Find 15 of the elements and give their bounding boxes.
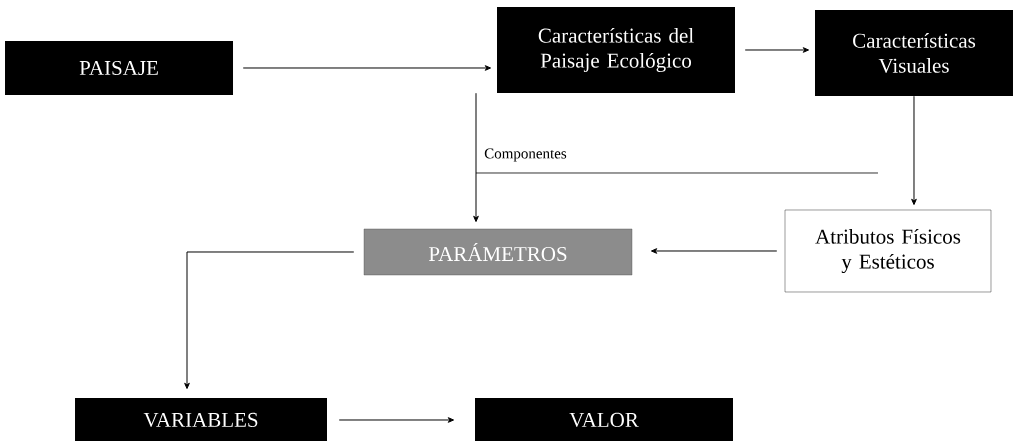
process-box: VALOR bbox=[475, 398, 733, 441]
arrow bbox=[911, 95, 917, 206]
arrow bbox=[184, 251, 355, 390]
process-box: PAISAJE bbox=[5, 41, 233, 95]
process-box: Características Visuales bbox=[815, 10, 1013, 96]
arrow bbox=[744, 47, 810, 53]
arrow bbox=[473, 92, 479, 223]
process-box: Características del Paisaje Ecológico bbox=[497, 7, 735, 93]
arrow bbox=[338, 417, 455, 423]
process-box: VARIABLES bbox=[75, 398, 327, 441]
arrow bbox=[650, 248, 778, 254]
attribute-box: Atributos Físicos y Estéticos bbox=[784, 209, 992, 293]
edge-label: Componentes bbox=[484, 148, 567, 162]
arrow bbox=[242, 65, 492, 71]
parameter-box: PARÁMETROS bbox=[363, 228, 633, 276]
